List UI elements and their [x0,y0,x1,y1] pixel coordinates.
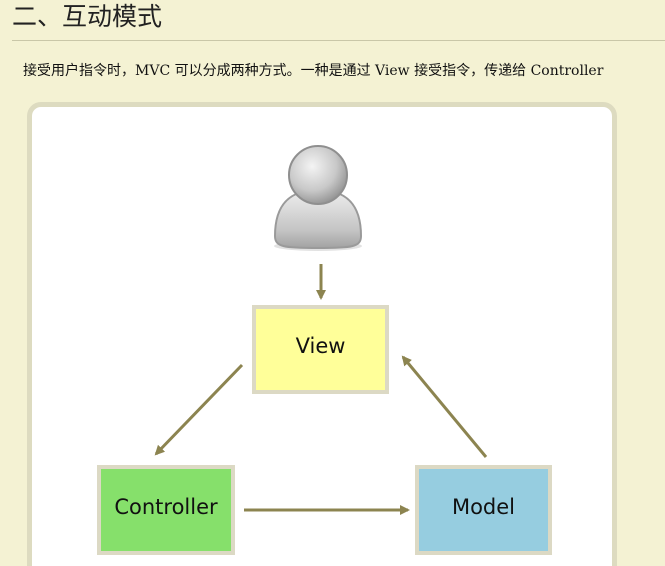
section-heading: 二、互动模式 [12,2,163,31]
controller-node-label: Controller [114,495,218,519]
arrow-view-to-controller [154,363,244,456]
model-node: Model [415,465,552,555]
model-node-label: Model [452,495,515,519]
arrow-model-to-view [401,355,488,458]
intro-paragraph: 接受用户指令时，MVC 可以分成两种方式。一种是通过 View 接受指令，传递给… [23,63,604,79]
controller-node: Controller [97,465,235,555]
user-icon [273,145,363,251]
view-node-label: View [296,334,346,358]
view-node: View [252,305,389,394]
heading-divider [12,40,665,41]
